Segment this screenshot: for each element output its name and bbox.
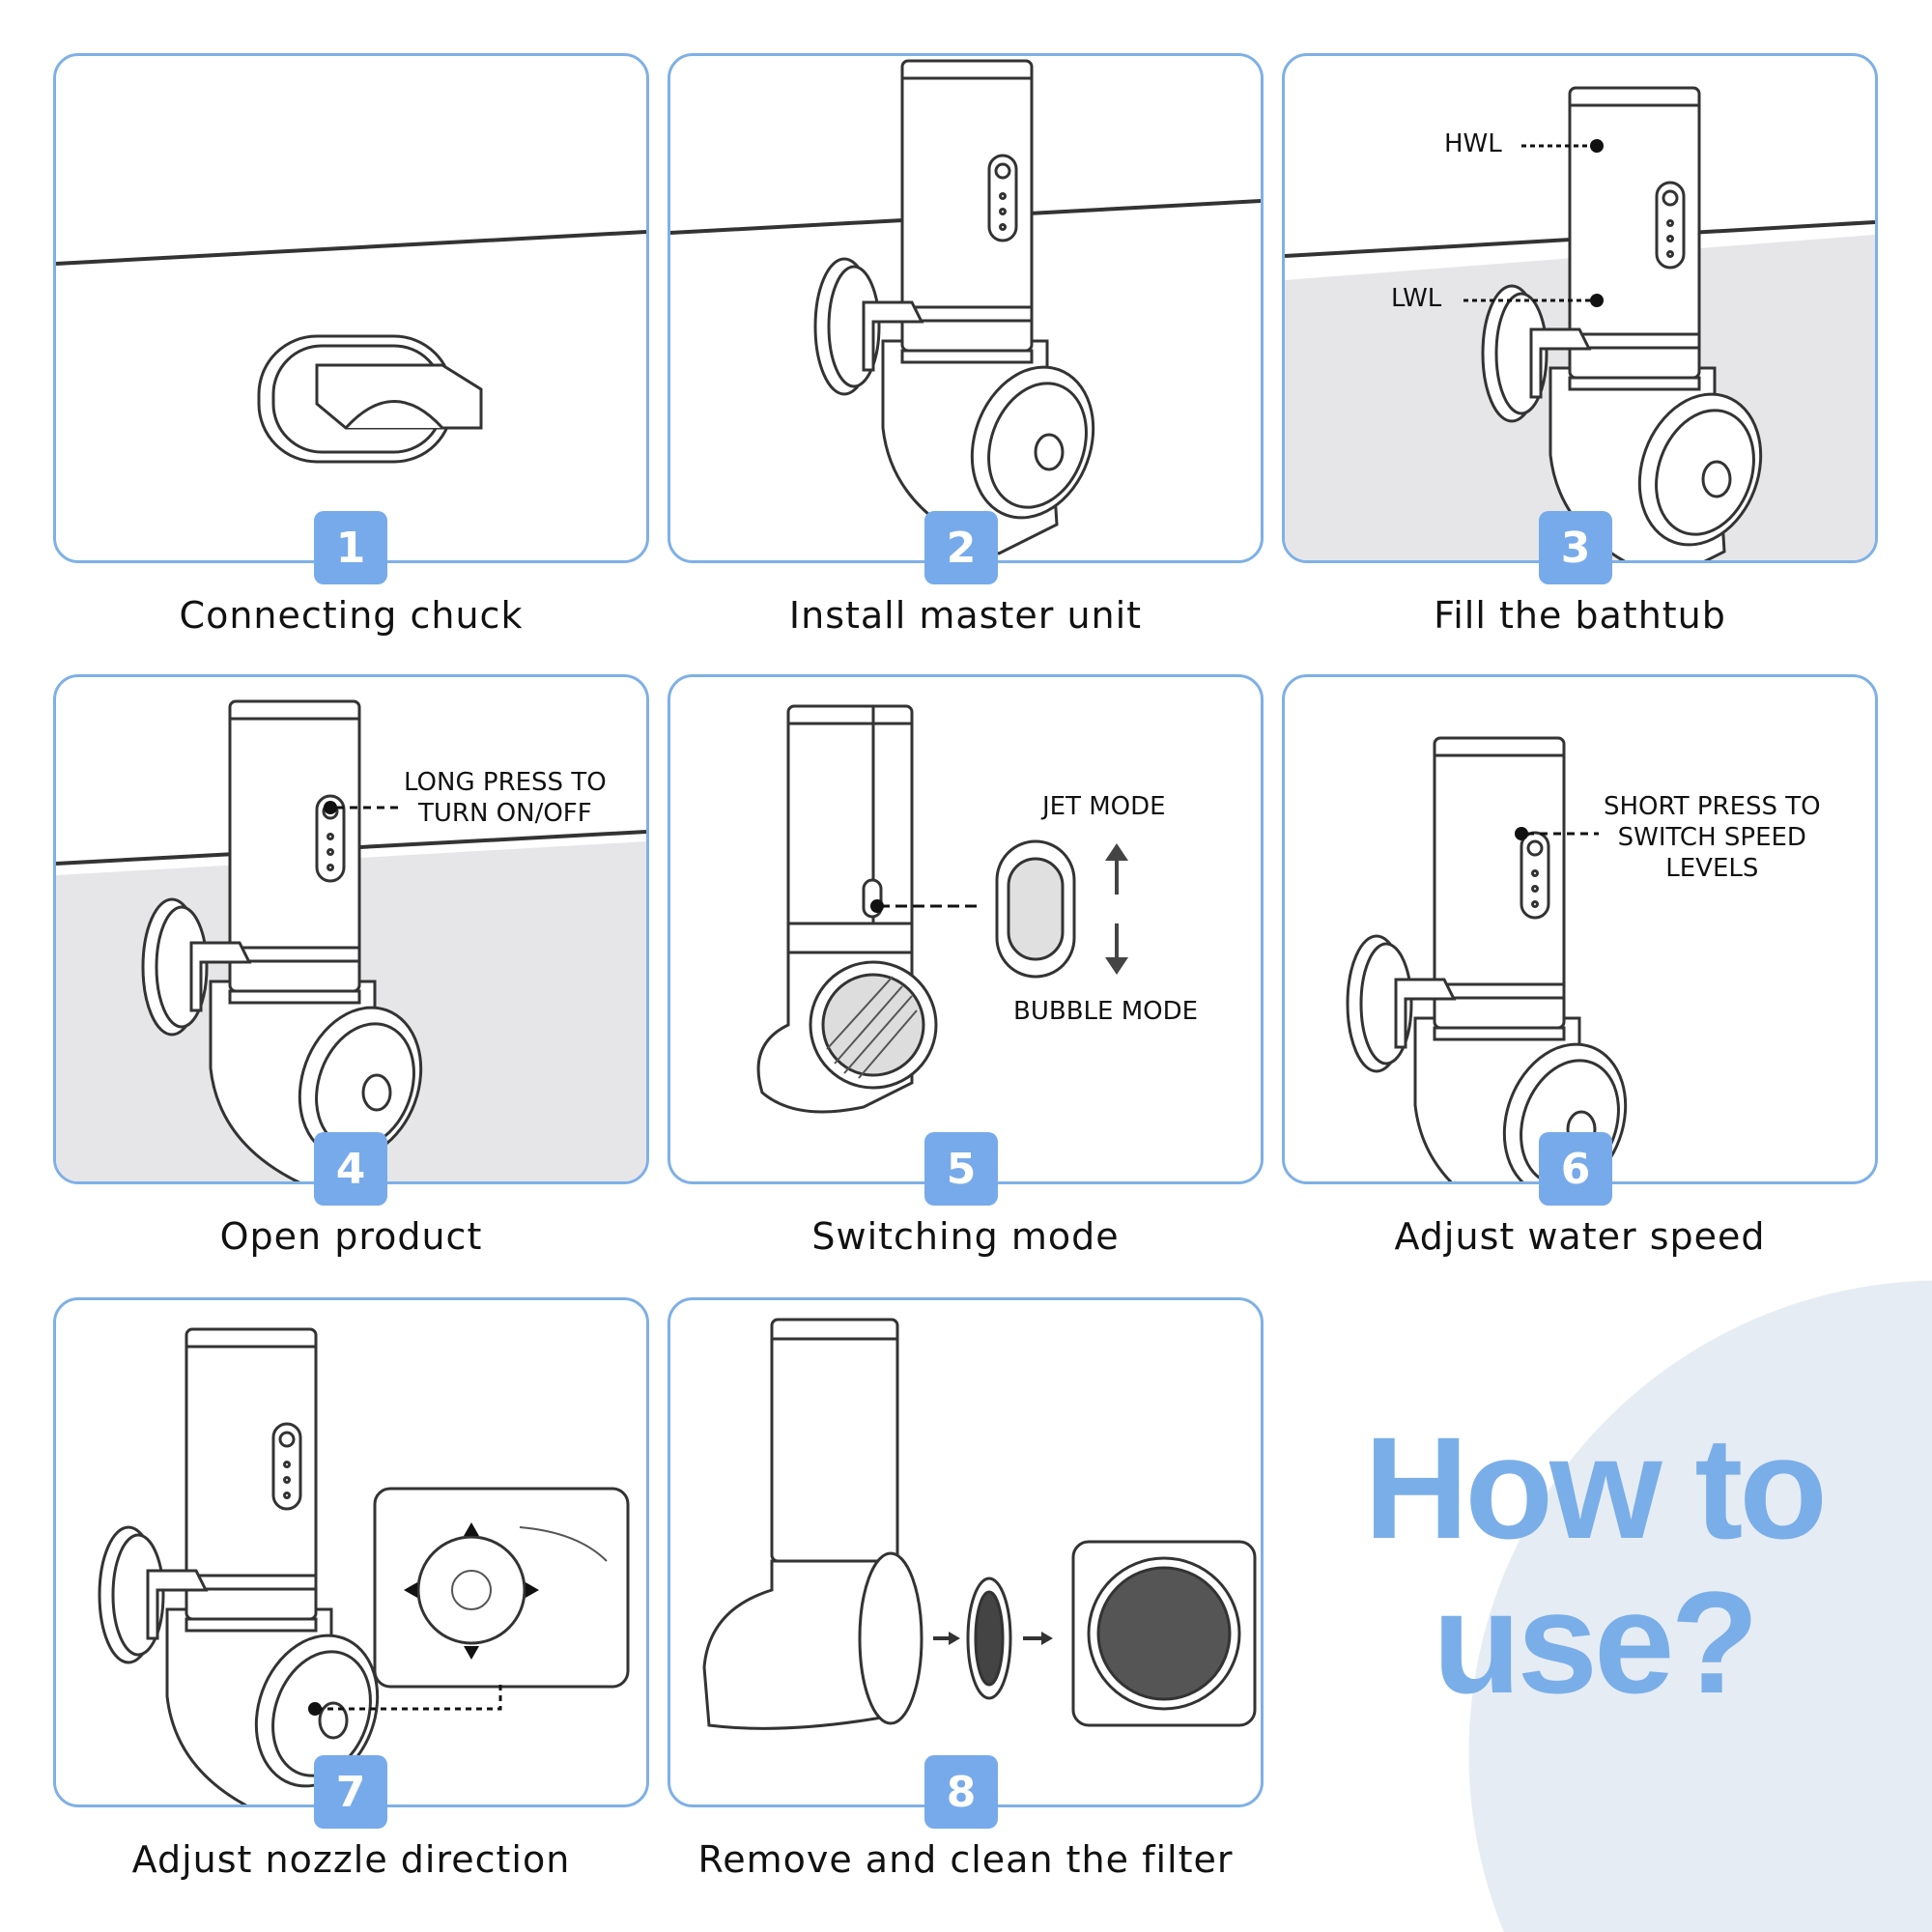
- background-circle: [1468, 1280, 1932, 1932]
- power-button-callout: LONG PRESS TO TURN ON/OFF: [404, 767, 607, 829]
- step-4-panel: LONG PRESS TO TURN ON/OFF: [53, 674, 649, 1184]
- step-label: Fill the bathtub: [1434, 594, 1726, 637]
- bubble-mode-label: BUBBLE MODE: [1013, 997, 1199, 1026]
- callout-line: SHORT PRESS TO: [1604, 792, 1821, 821]
- step-label: Switching mode: [811, 1215, 1120, 1258]
- step-number-badge: 6: [1539, 1132, 1612, 1206]
- filter-cleaning-illustration: [702, 1318, 1257, 1730]
- headline-line: use?: [1432, 1561, 1759, 1723]
- step-1-panel: [53, 53, 649, 563]
- device-illustration: [670, 59, 1261, 555]
- nozzle-direction-illustration: [98, 1327, 630, 1804]
- hwl-label: HWL: [1444, 129, 1502, 158]
- mode-switch-illustration: [756, 704, 1128, 1114]
- step-7-panel: [53, 1297, 649, 1807]
- step-number-badge: 7: [314, 1755, 387, 1829]
- device-power-illustration: [56, 699, 646, 1181]
- step-number-badge: 4: [314, 1132, 387, 1206]
- step-8-panel: [668, 1297, 1264, 1807]
- step-label: Adjust nozzle direction: [131, 1838, 571, 1881]
- step-3-panel: HWL LWL: [1282, 53, 1878, 563]
- step-label: Connecting chuck: [179, 594, 524, 637]
- speed-button-callout: SHORT PRESS TO SWITCH SPEED LEVELS: [1604, 791, 1821, 884]
- lwl-label: LWL: [1391, 284, 1442, 313]
- step-number-badge: 3: [1539, 511, 1612, 584]
- step-5-panel: JET MODE BUBBLE MODE: [668, 674, 1264, 1184]
- callout-line: SWITCH SPEED: [1617, 823, 1806, 852]
- step-6-panel: SHORT PRESS TO SWITCH SPEED LEVELS: [1282, 674, 1878, 1184]
- step-label: Adjust water speed: [1394, 1215, 1766, 1258]
- callout-line: LEVELS: [1665, 854, 1759, 883]
- step-number-badge: 5: [924, 1132, 998, 1206]
- jet-mode-label: JET MODE: [1042, 792, 1166, 821]
- device-in-water-illustration: [1285, 86, 1875, 560]
- headline-line: How to: [1364, 1406, 1828, 1569]
- step-2-panel: [668, 53, 1264, 563]
- callout-line: TURN ON/OFF: [417, 799, 592, 828]
- chuck-illustration: [56, 230, 646, 464]
- step-number-badge: 8: [924, 1755, 998, 1829]
- step-number-badge: 1: [314, 511, 387, 584]
- device-speed-illustration: [1346, 736, 1648, 1181]
- step-label: Remove and clean the filter: [697, 1838, 1234, 1881]
- callout-line: LONG PRESS TO: [404, 768, 607, 797]
- step-number-badge: 2: [924, 511, 998, 584]
- how-to-use-headline: How to use?: [1323, 1410, 1864, 1719]
- step-label: Open product: [219, 1215, 483, 1258]
- step-label: Install master unit: [788, 594, 1143, 637]
